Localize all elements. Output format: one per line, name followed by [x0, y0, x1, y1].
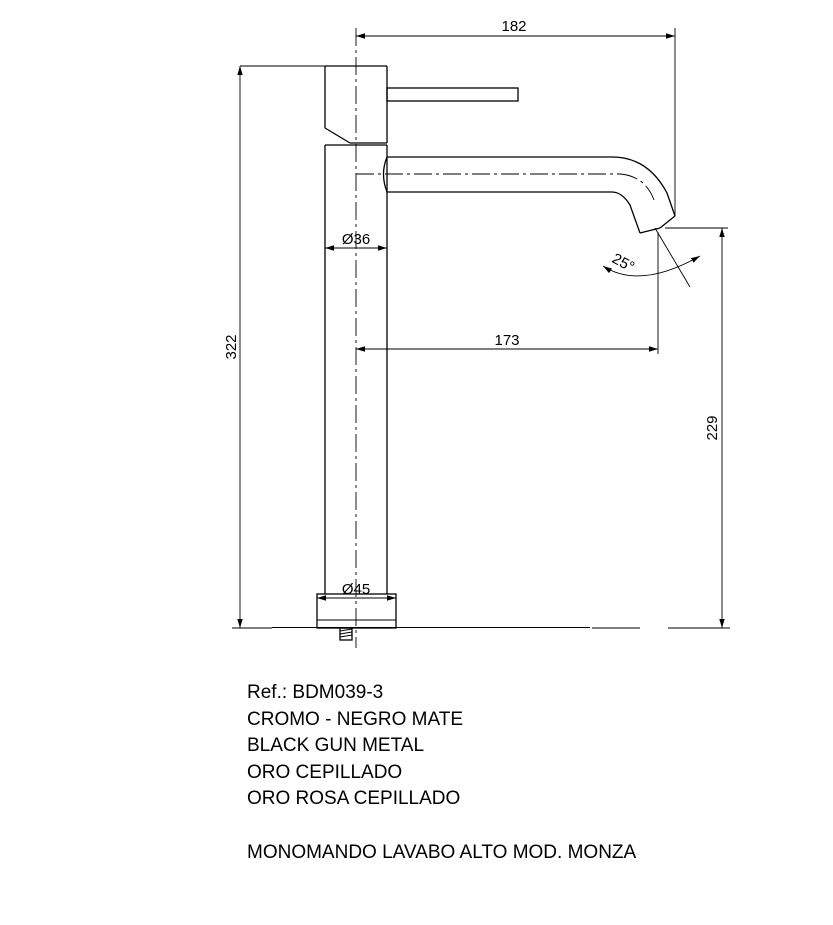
finish-4: ORO ROSA CEPILLADO — [247, 788, 461, 809]
ground-line — [232, 627, 730, 629]
faucet-technical-drawing: 182 173 322 229 Ø36 Ø45 25° — [223, 18, 730, 648]
dim-182: 182 — [356, 18, 675, 39]
product-info: Ref.: BDM039-3 CROMO - NEGRO MATE BLACK … — [247, 680, 636, 866]
faucet-body — [316, 65, 519, 641]
finish-1: CROMO - NEGRO MATE — [247, 708, 464, 730]
dim-angle-25: 25° — [602, 250, 701, 277]
dim-182-label: 182 — [501, 18, 526, 35]
dim-173: 173 — [356, 332, 658, 352]
finish-2: BLACK GUN METAL — [247, 735, 425, 756]
center-axes — [355, 28, 655, 648]
dim-angle-25-label: 25° — [609, 250, 637, 276]
dim-322: 322 — [223, 66, 243, 628]
faucet-spout — [382, 156, 676, 234]
dim-diameter-36-label: Ø36 — [342, 231, 370, 248]
dim-diameter-36: Ø36 — [325, 231, 387, 251]
reference-code: Ref.: BDM039-3 — [247, 682, 384, 703]
dim-173-label: 173 — [494, 332, 519, 349]
finish-3: ORO CEPILLADO — [247, 761, 403, 783]
dim-229-label: 229 — [704, 415, 721, 440]
dim-322-label: 322 — [223, 334, 240, 359]
extension-lines — [240, 28, 728, 354]
product-name: MONOMANDO LAVABO ALTO MOD. MONZA — [247, 841, 637, 863]
dim-diameter-45: Ø45 — [317, 581, 396, 601]
dim-diameter-45-label: Ø45 — [342, 581, 370, 598]
dim-229: 229 — [704, 228, 725, 628]
